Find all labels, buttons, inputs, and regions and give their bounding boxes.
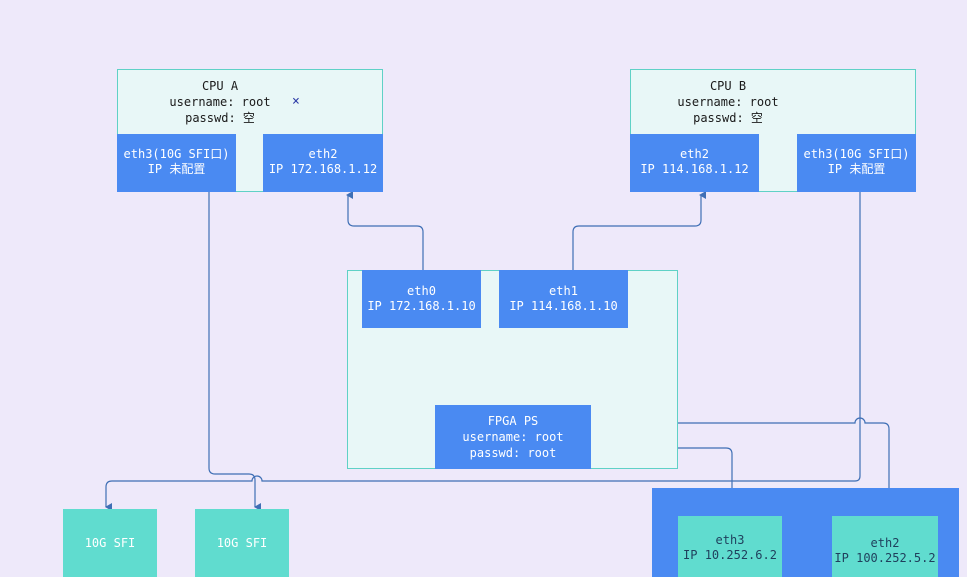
cpu-a-eth2-name: eth2 — [308, 147, 338, 161]
cpu-a-info: CPU A username: root passwd: 空 — [150, 78, 290, 126]
fpga-ps-block: FPGA PS username: root passwd: root — [435, 405, 591, 469]
cpu-a-eth3-name: eth3(10G SFI口) — [123, 147, 230, 161]
fpga-eth0-ip: IP 172.168.1.10 — [367, 299, 476, 313]
fpga-ps-passwd: passwd: root — [469, 446, 557, 460]
sfi-right-module: 10G SFI — [195, 509, 289, 577]
cpu-b-eth2-name: eth2 — [680, 147, 709, 161]
cpu-a-eth3-ip: IP 未配置 — [147, 162, 206, 176]
wire-eth0-to-cpu-a-eth2 — [346, 191, 424, 270]
cpu-b-eth3-ip: IP 未配置 — [827, 162, 886, 176]
external-eth3-port: eth3 IP 10.252.6.2 — [678, 516, 782, 577]
close-icon[interactable]: × — [292, 94, 300, 109]
external-eth2-port: eth2 IP 100.252.5.2 — [832, 516, 938, 577]
cpu-b-passwd: passwd: 空 — [693, 111, 763, 125]
external-eth3-ip: IP 10.252.6.2 — [683, 548, 777, 562]
wire-eth1-to-cpu-b-eth2 — [572, 191, 706, 270]
fpga-ps-title: FPGA PS — [487, 414, 539, 428]
wire-cpu-a-eth3-to-sfi-right — [208, 191, 261, 511]
external-eth3-name: eth3 — [715, 533, 745, 547]
fpga-eth0-name: eth0 — [407, 284, 436, 298]
sfi-right-label: 10G SFI — [216, 536, 268, 550]
cpu-a-passwd: passwd: 空 — [185, 111, 255, 125]
external-eth2-name: eth2 — [870, 536, 900, 550]
cpu-a-eth2-ip: IP 172.168.1.12 — [268, 162, 378, 176]
cpu-b-title: CPU B — [709, 79, 747, 93]
sfi-left-label: 10G SFI — [84, 536, 136, 550]
cpu-b-eth2-port: eth2 IP 114.168.1.12 — [630, 134, 759, 192]
cpu-b-info: CPU B username: root passwd: 空 — [658, 78, 798, 126]
cpu-b-username: username: root — [677, 95, 779, 109]
cpu-b-eth3-name: eth3(10G SFI口) — [803, 147, 910, 161]
external-eth2-ip: IP 100.252.5.2 — [834, 551, 936, 565]
fpga-eth1-name: eth1 — [549, 284, 578, 298]
sfi-left-module: 10G SFI — [63, 509, 157, 577]
cpu-b-eth3-port: eth3(10G SFI口) IP 未配置 — [797, 134, 916, 192]
cpu-a-eth2-port: eth2 IP 172.168.1.12 — [263, 134, 383, 192]
cpu-a-username: username: root — [169, 95, 271, 109]
cpu-a-title: CPU A — [201, 79, 239, 93]
cpu-b-eth2-ip: IP 114.168.1.12 — [640, 162, 749, 176]
cpu-a-eth3-port: eth3(10G SFI口) IP 未配置 — [117, 134, 236, 192]
fpga-eth1-port: eth1 IP 114.168.1.10 — [499, 270, 628, 328]
fpga-ps-username: username: root — [462, 430, 564, 444]
fpga-eth1-ip: IP 114.168.1.10 — [509, 299, 618, 313]
fpga-eth0-port: eth0 IP 172.168.1.10 — [362, 270, 481, 328]
